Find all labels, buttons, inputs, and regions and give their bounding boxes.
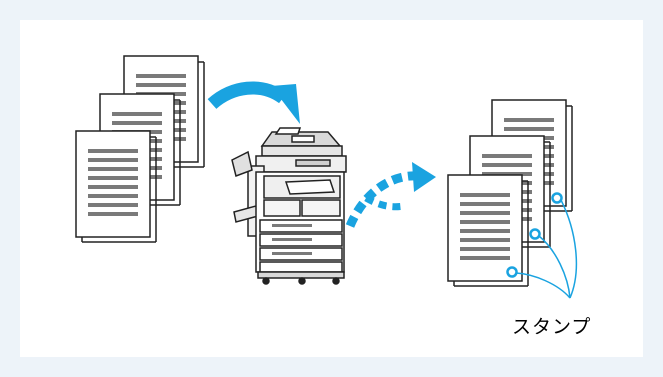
original-document-front bbox=[76, 131, 156, 242]
dashed-curved-arrow-icon bbox=[350, 162, 436, 226]
stamp-mark-middle bbox=[531, 230, 540, 239]
stamped-document-stack-icon bbox=[448, 100, 572, 286]
stamp-mark-front bbox=[508, 268, 517, 277]
multifunction-printer-icon bbox=[232, 128, 346, 284]
stamp-mark-back bbox=[553, 194, 562, 203]
curved-arrow-icon bbox=[212, 84, 300, 124]
stamp-label: スタンプ bbox=[512, 312, 591, 339]
original-document-stack-icon bbox=[76, 56, 204, 242]
